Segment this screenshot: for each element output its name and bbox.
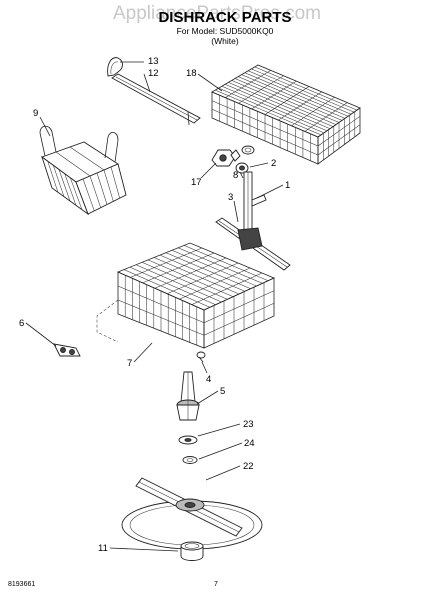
washer-parts <box>178 435 198 464</box>
callout-3: 3 <box>228 192 233 203</box>
screw-part <box>196 351 206 363</box>
callout-13: 13 <box>148 56 159 67</box>
callout-11: 11 <box>98 543 108 554</box>
lower-spray-arm-part <box>121 477 263 550</box>
upper-rack-part <box>211 64 361 165</box>
page-number: 7 <box>214 581 218 588</box>
silverware-basket-part <box>39 125 127 216</box>
connector-parts <box>211 145 255 174</box>
lower-rack-part <box>96 242 275 349</box>
callout-23: 23 <box>243 419 254 430</box>
callout-24: 24 <box>244 438 255 449</box>
document-number: 8193661 <box>8 581 35 588</box>
color-subtitle: (White) <box>211 36 239 46</box>
callout-12: 12 <box>148 68 159 79</box>
rack-roller-part <box>53 343 81 357</box>
callout-7: 7 <box>127 358 132 369</box>
callout-18: 18 <box>186 68 197 79</box>
ring-part <box>180 541 204 561</box>
callout-4: 4 <box>206 374 211 385</box>
lower-tube-part <box>176 371 200 421</box>
leader-lines <box>25 61 284 552</box>
page-title: DISHRACK PARTS <box>158 9 291 26</box>
callout-9: 9 <box>33 108 38 119</box>
callout-22: 22 <box>243 461 254 472</box>
callout-labels: 13 12 18 9 2 17 8 1 3 6 7 4 5 23 24 22 1… <box>19 56 290 554</box>
watermark: AppliancePartsPros.com <box>113 3 321 24</box>
callout-5: 5 <box>220 386 225 397</box>
callout-2: 2 <box>271 158 276 169</box>
model-subtitle: For Model: SUD5000KQ0 <box>177 26 274 36</box>
callout-17: 17 <box>191 177 202 188</box>
callout-1: 1 <box>285 180 290 191</box>
callout-8: 8 <box>233 170 238 181</box>
callout-6: 6 <box>19 318 24 329</box>
rack-rail-part <box>107 57 201 126</box>
upper-spray-arm-part <box>215 171 291 271</box>
